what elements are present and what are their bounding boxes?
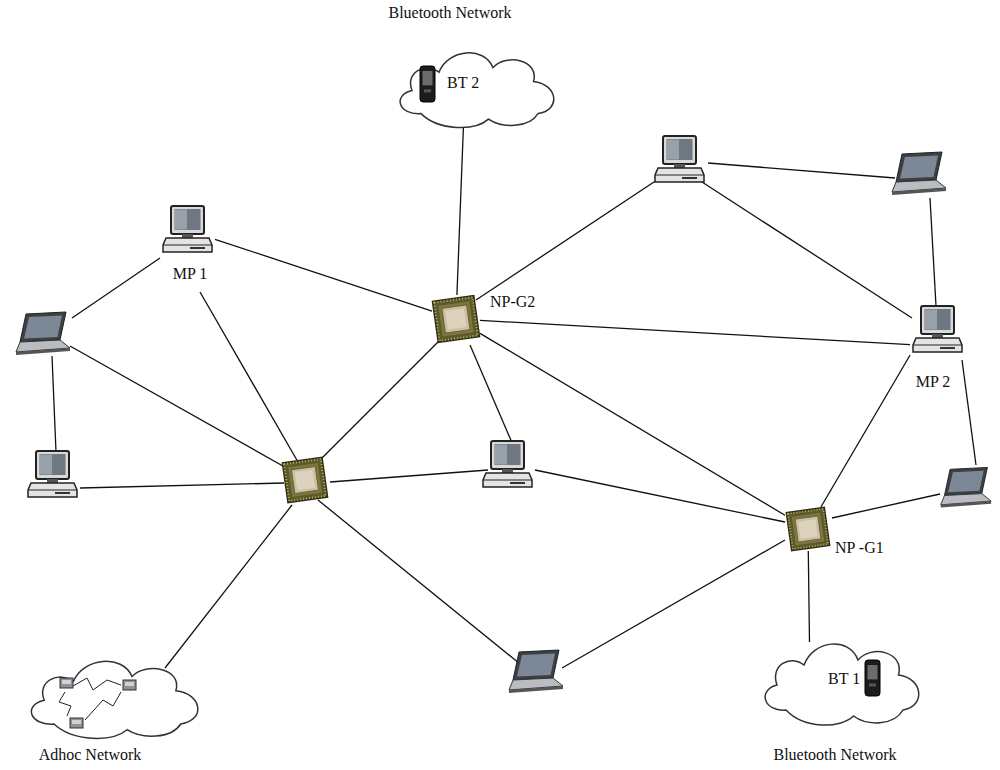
cloud-outline xyxy=(765,644,919,725)
wireless-link xyxy=(73,678,121,690)
node-label: Adhoc Network xyxy=(39,746,142,764)
laptop-icon xyxy=(892,152,946,195)
network-link xyxy=(165,505,292,668)
device-icon xyxy=(783,505,833,553)
computer-icon xyxy=(655,136,704,182)
network-cloud: BT 1Bluetooth Network xyxy=(750,630,930,730)
phone-screen xyxy=(423,71,433,85)
adhoc-device-screen xyxy=(62,680,71,684)
computer-icon xyxy=(913,306,962,352)
computer-icon xyxy=(163,206,212,252)
laptop-icon xyxy=(16,312,70,355)
cloud-outline xyxy=(31,661,197,738)
network-link xyxy=(470,345,513,445)
phone-screen xyxy=(868,665,878,679)
network-device: MP 2 xyxy=(910,305,965,355)
phone-keys xyxy=(424,89,431,92)
network-link xyxy=(318,500,525,668)
network-link xyxy=(200,292,298,462)
adhoc-device xyxy=(60,678,73,688)
network-link xyxy=(318,340,440,462)
network-link xyxy=(457,124,464,295)
network-link xyxy=(80,483,284,488)
network-link xyxy=(832,494,940,518)
adhoc-device xyxy=(123,680,136,690)
node-label: Bluetooth Network xyxy=(773,746,896,764)
phone-keys xyxy=(869,683,876,686)
node-label: BT 1 xyxy=(828,670,860,688)
network-link xyxy=(330,470,488,482)
network-processor-icon xyxy=(282,457,327,502)
network-link xyxy=(476,178,660,300)
network-link xyxy=(52,356,56,452)
cloud-outline xyxy=(400,53,554,128)
network-link xyxy=(702,182,912,318)
network-processor-icon xyxy=(433,296,480,343)
network-link xyxy=(562,540,785,668)
node-label: MP 2 xyxy=(916,373,951,391)
device-icon xyxy=(430,293,482,345)
device-icon xyxy=(160,205,215,255)
node-label: NP-G2 xyxy=(490,293,535,311)
network-device: NP -G1 xyxy=(783,505,833,553)
network-cloud xyxy=(15,648,210,743)
wireless-link xyxy=(85,692,121,720)
network-link xyxy=(480,333,785,515)
node-label: MP 1 xyxy=(173,265,208,283)
device-icon xyxy=(910,305,965,355)
node-label: BT 2 xyxy=(447,74,479,92)
adhoc-device-screen xyxy=(125,682,134,686)
network-link xyxy=(708,163,895,178)
wireless-link xyxy=(59,692,71,716)
network-link xyxy=(808,551,809,642)
network-link xyxy=(535,470,785,522)
computer-icon xyxy=(483,441,532,487)
network-link xyxy=(215,239,432,311)
computer-icon xyxy=(28,451,77,497)
network-link xyxy=(70,346,290,470)
network-cloud: Adhoc Network xyxy=(15,648,210,743)
node-label: NP -G1 xyxy=(835,539,884,557)
network-link xyxy=(930,198,936,306)
phone-icon xyxy=(865,660,880,696)
network-processor-icon xyxy=(786,507,829,550)
phone-icon xyxy=(420,66,435,102)
network-link xyxy=(72,258,160,318)
network-device: MP 1 xyxy=(160,205,215,255)
network-link xyxy=(821,355,910,507)
network-link xyxy=(480,320,910,344)
network-link xyxy=(962,360,976,465)
network-device: NP-G2 xyxy=(430,293,482,345)
adhoc-device-screen xyxy=(72,720,81,724)
laptop-icon xyxy=(941,467,991,507)
network-cloud: Bluetooth NetworkBT 2 xyxy=(385,40,565,132)
adhoc-device xyxy=(70,718,83,728)
laptop-icon xyxy=(509,650,563,693)
node-label: Bluetooth Network xyxy=(388,4,511,22)
